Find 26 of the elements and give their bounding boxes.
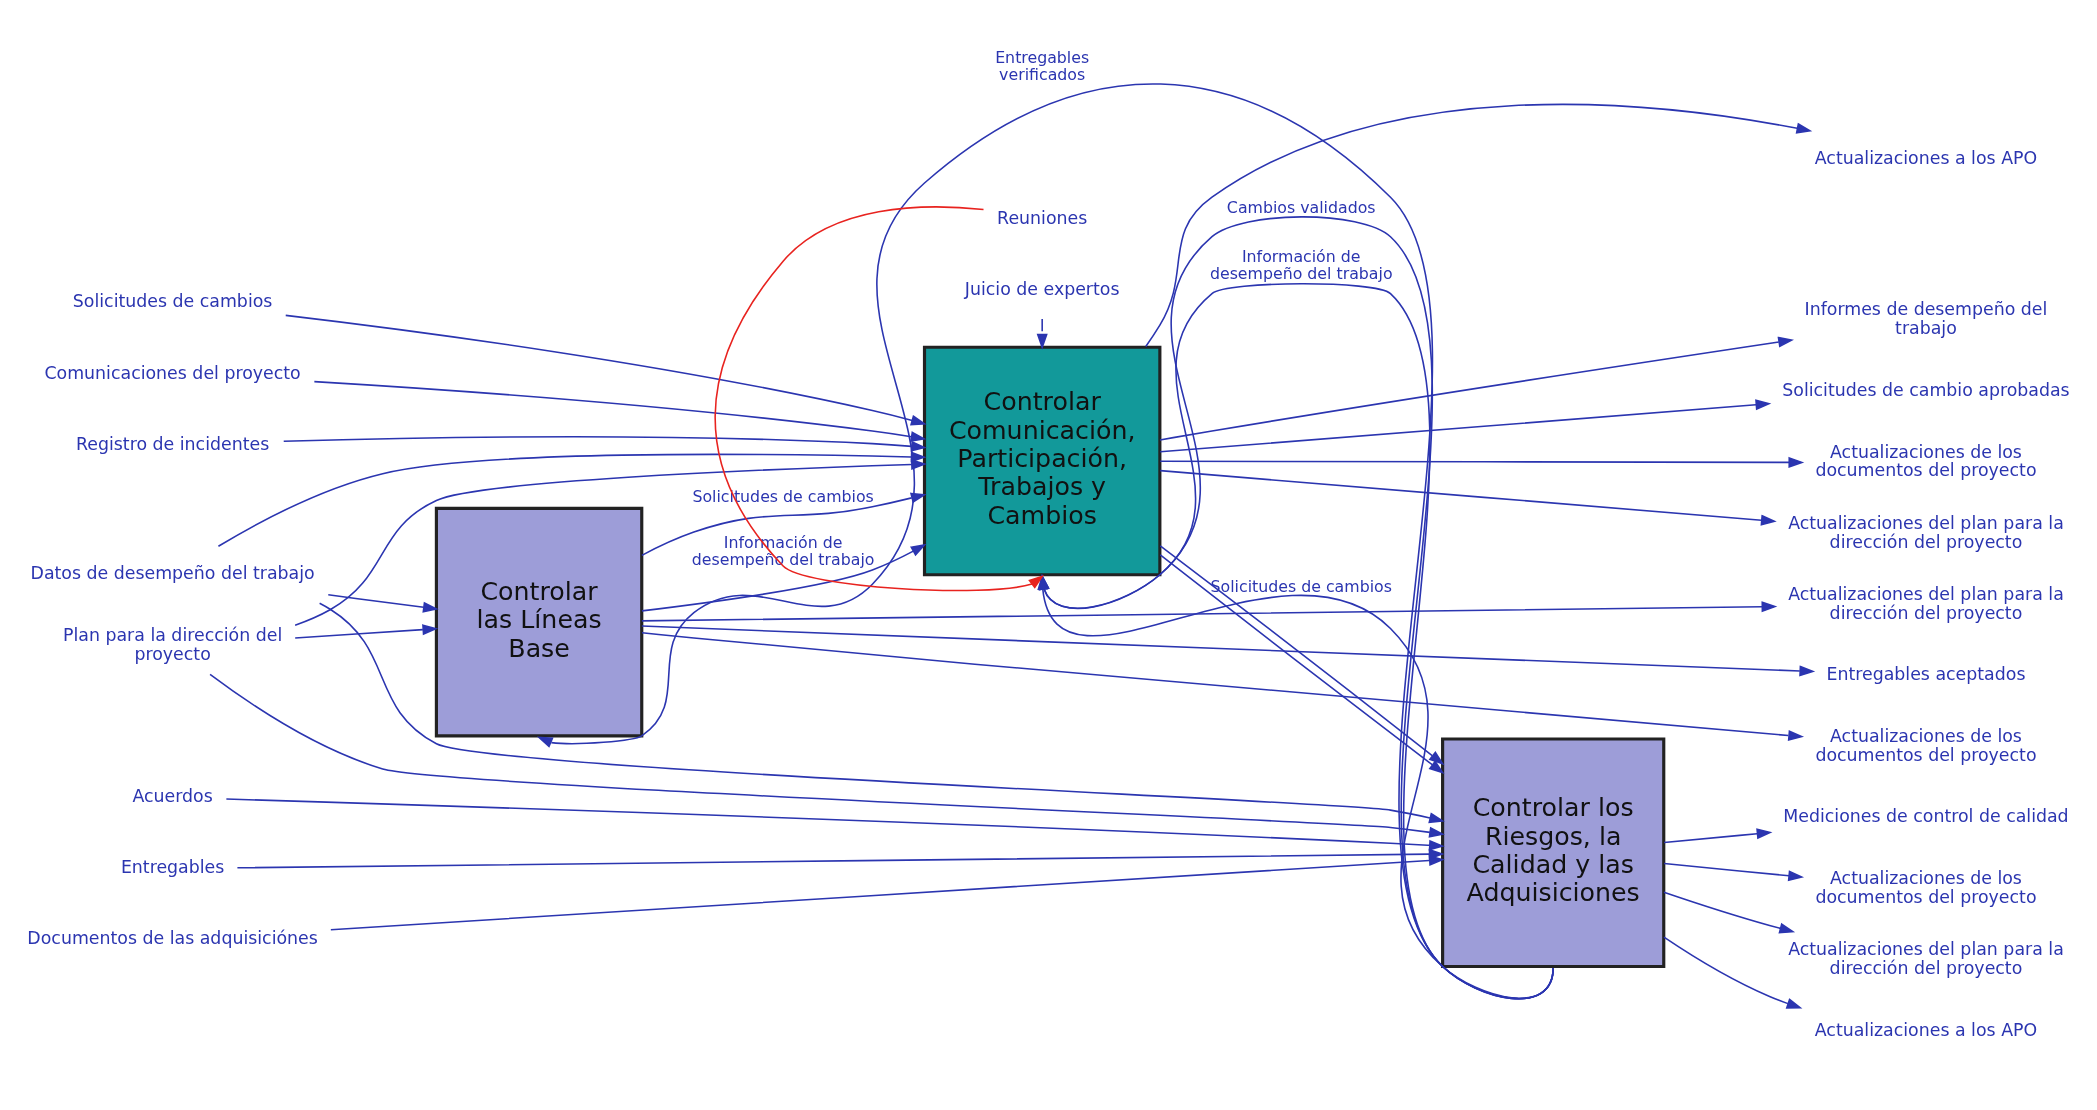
node-text: Entregables aceptados — [1826, 664, 2026, 685]
node-text: Actualizaciones de los documentos del proyecto — [1815, 441, 2037, 481]
node-text: Registro de incidentes — [76, 433, 270, 454]
node-text: Documentos de las adquisiciónes — [27, 928, 318, 949]
node-text: Mediciones de control de calidad — [1783, 806, 2069, 827]
edge-label: Entregables verificados — [995, 47, 1090, 85]
node-text: Actualizaciones de los documentos del proyecto — [1815, 725, 2037, 765]
node-text: Juicio de expertos — [964, 278, 1120, 299]
node-text: Actualizaciones del plan para la dirección del proyecto — [1788, 512, 2064, 552]
node-text: Actualizaciones del plan para la dirección del proyecto — [1788, 939, 2064, 979]
edge-label: Solicitudes de cambios — [1210, 577, 1392, 597]
edge-label: Cambios validados — [1226, 198, 1376, 218]
node-text: Plan para la dirección del proyecto — [63, 624, 283, 664]
edge-label: Información de desempeño del trabajo — [1209, 246, 1393, 284]
node-text: Actualizaciones de los documentos del proyecto — [1815, 868, 2037, 907]
node-text: Actualizaciones del plan para la dirección del proyecto — [1788, 583, 2064, 623]
node-text: Reuniones — [997, 207, 1088, 228]
node-text: Informes de desempeño del trabajo — [1804, 299, 2048, 339]
node-text: Comunicaciones del proyecto — [44, 362, 301, 383]
node-text: Solicitudes de cambio aprobadas — [1782, 379, 2070, 400]
node-text: Actualizaciones a los APO — [1814, 1019, 2038, 1040]
node-text: Entregables — [120, 856, 225, 877]
node-text: Acuerdos — [132, 785, 213, 806]
node-text: Actualizaciones a los APO — [1814, 147, 2038, 168]
node-text: Solicitudes de cambios — [72, 291, 273, 312]
node-text: Datos de desempeño del trabajo — [30, 563, 315, 584]
